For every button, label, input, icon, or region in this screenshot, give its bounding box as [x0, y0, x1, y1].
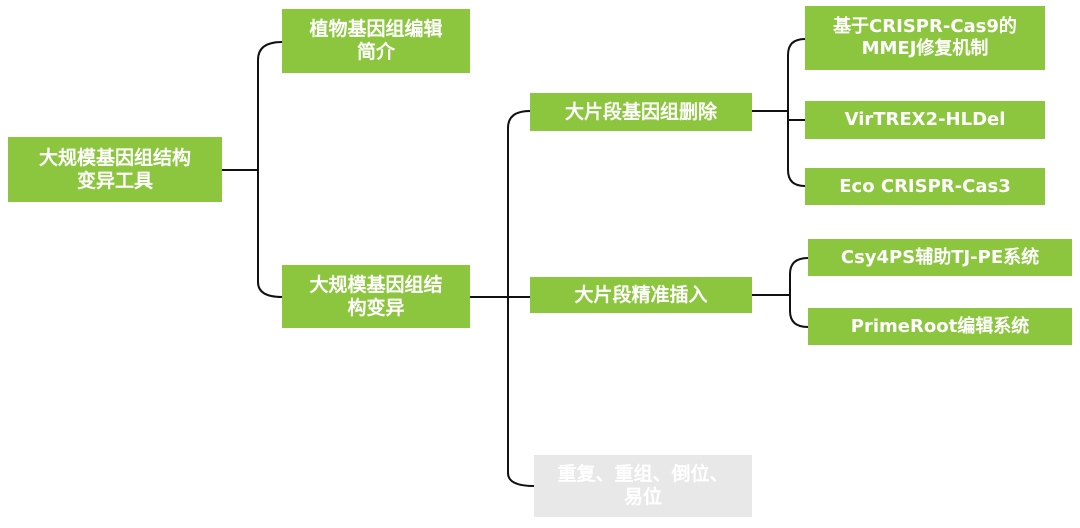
insertion-node-label: 大片段精准插入 — [574, 283, 708, 306]
mmej-node-line1: 基于CRISPR-Cas9的 — [833, 16, 1017, 38]
csy4-node: Csy4PS辅助TJ-PE系统 — [808, 239, 1072, 276]
root-node-line1: 大规模基因组结构 — [38, 146, 191, 169]
connector-deletion — [752, 38, 806, 187]
other-variants-line1: 重复、重组、倒位、 — [557, 463, 729, 486]
mmej-node: 基于CRISPR-Cas9的 MMEJ修复机制 — [805, 6, 1045, 70]
other-variants-line2: 易位 — [623, 486, 662, 508]
eco-cas3-node-label: Eco CRISPR-Cas3 — [839, 175, 1011, 197]
primeroot-node-label: PrimeRoot编辑系统 — [850, 315, 1030, 337]
connector-insertion — [752, 257, 809, 328]
sv-node: 大规模基因组结 构变异 — [282, 265, 470, 328]
intro-node-line1: 植物基因组编辑 — [309, 18, 443, 41]
intro-node-line2: 简介 — [356, 41, 395, 63]
sv-node-line2: 构变异 — [347, 296, 405, 319]
virtrex-node-label: VirTREX2-HLDel — [844, 109, 1006, 131]
mmej-node-line2: MMEJ修复机制 — [861, 38, 989, 59]
eco-cas3-node: Eco CRISPR-Cas3 — [805, 168, 1045, 205]
intro-node: 植物基因组编辑 简介 — [282, 9, 470, 73]
other-variants-node: 重复、重组、倒位、 易位 — [534, 455, 752, 517]
connector-sv — [470, 110, 535, 487]
deletion-node-label: 大片段基因组删除 — [564, 100, 717, 123]
insertion-node: 大片段精准插入 — [530, 277, 752, 313]
deletion-node: 大片段基因组删除 — [530, 93, 752, 131]
primeroot-node: PrimeRoot编辑系统 — [808, 308, 1072, 345]
sv-node-line1: 大规模基因组结 — [309, 273, 443, 296]
root-node: 大规模基因组结构 变异工具 — [8, 137, 222, 202]
virtrex-node: VirTREX2-HLDel — [805, 101, 1045, 139]
root-node-line2: 变异工具 — [76, 169, 153, 192]
csy4-node-label: Csy4PS辅助TJ-PE系统 — [840, 246, 1040, 268]
connector-root — [222, 41, 283, 298]
